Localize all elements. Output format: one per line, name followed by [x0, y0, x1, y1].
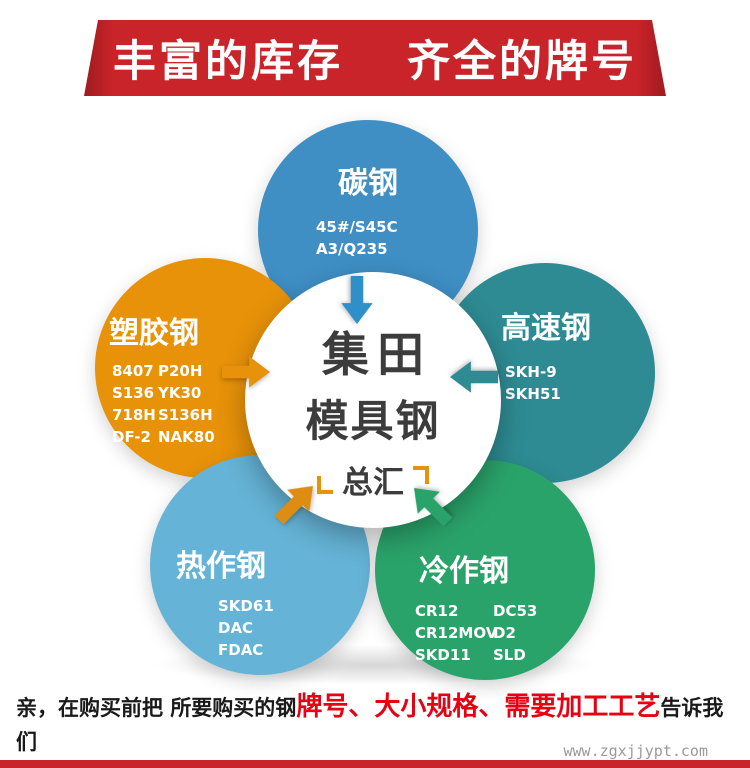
grade-label: S136	[112, 384, 155, 402]
footer-line1: 亲，在购买前把 所要购买的钢牌号、大小规格、需要加工工艺告诉我们	[16, 690, 734, 759]
petal-title: 高速钢	[501, 311, 591, 346]
petal-title: 热作钢	[176, 549, 266, 584]
grade-label: DF-2	[112, 428, 151, 446]
grade-label: NAK80	[158, 428, 215, 446]
grade-label: 8407	[112, 362, 154, 380]
grade-label: SLD	[493, 646, 526, 664]
petal-title: 塑胶钢	[109, 316, 199, 351]
arrow-carbon-icon	[341, 276, 373, 324]
grade-row: CR12 DC53	[415, 600, 595, 622]
center-circle: 集田 模具钢 总汇	[245, 272, 501, 528]
petal-grades: SKD61 DAC FDAC	[218, 595, 370, 661]
bottom-red-bar	[0, 760, 750, 768]
grade-label: 718H	[112, 406, 156, 424]
arrow-plastic-icon	[222, 356, 270, 388]
bracket-left-icon	[317, 475, 333, 494]
petal-title: 碳钢	[338, 166, 398, 201]
grade-label: CR12MOV	[415, 624, 498, 642]
petal-grades: 45#/S45C A3/Q235	[316, 216, 478, 260]
footer-bold: 所要购买的钢	[170, 696, 297, 720]
grade-row: SKD11 SLD	[415, 644, 595, 666]
arrow-cold-work-icon	[414, 488, 453, 527]
website-url: www.zgxjjypt.com	[563, 742, 709, 760]
grade-label: DAC	[218, 619, 254, 637]
grade-row: 8407 P20H	[112, 360, 315, 382]
brand-tagline-wrap: 总汇	[245, 457, 501, 502]
brand-product: 模具钢	[305, 397, 441, 447]
arrow-high-speed-icon	[450, 361, 498, 393]
footer-highlight: 牌号、大小规格、需要加工工艺	[296, 692, 661, 722]
bracket-right-icon	[413, 465, 429, 484]
brand-tagline: 总汇	[342, 465, 404, 501]
grade-label: SKD61	[218, 597, 274, 615]
grade-label: P20H	[158, 362, 203, 380]
petal-title: 冷作钢	[419, 554, 509, 589]
grade-row: CR12MOV D2	[415, 622, 595, 644]
grade-label: SKH51	[505, 385, 561, 403]
grade-label: D2	[493, 624, 516, 642]
petal-grades: SKH-9 SKH51	[505, 361, 655, 405]
banner-ribbon: 丰富的库存 齐全的牌号	[84, 20, 666, 96]
grade-row: 718H S136H	[112, 404, 315, 426]
grade-label: FDAC	[218, 641, 264, 659]
grade-label: CR12	[415, 602, 459, 620]
grade-row: S136 YK30	[112, 382, 315, 404]
brand-name: 集田	[322, 328, 432, 383]
grade-label: DC53	[493, 602, 538, 620]
grade-label: 45#/S45C	[316, 218, 398, 236]
grade-label: SKD11	[415, 646, 471, 664]
footer-note: 亲，在购买前把 所要购买的钢牌号、大小规格、需要加工工艺告诉我们 客服。以便及时…	[16, 690, 734, 768]
banner-title: 丰富的库存 齐全的牌号	[113, 37, 637, 87]
petal-grades: CR12 DC53 CR12MOV D2 SKD11 SLD	[415, 600, 595, 666]
footer-tail: 告诉我们	[16, 696, 724, 754]
grade-label: SKH-9	[505, 363, 557, 381]
grade-label: A3/Q235	[316, 240, 388, 258]
grade-label: YK30	[158, 384, 202, 402]
footer-intro: 亲，在购买前把	[16, 696, 171, 720]
petal-grades: 8407 P20H S136 YK30 718H S136H DF-2 NAK8…	[112, 360, 315, 448]
grade-label: S136H	[158, 406, 213, 424]
arrow-hot-work-icon	[274, 486, 313, 525]
grade-row: DF-2 NAK80	[112, 426, 315, 448]
